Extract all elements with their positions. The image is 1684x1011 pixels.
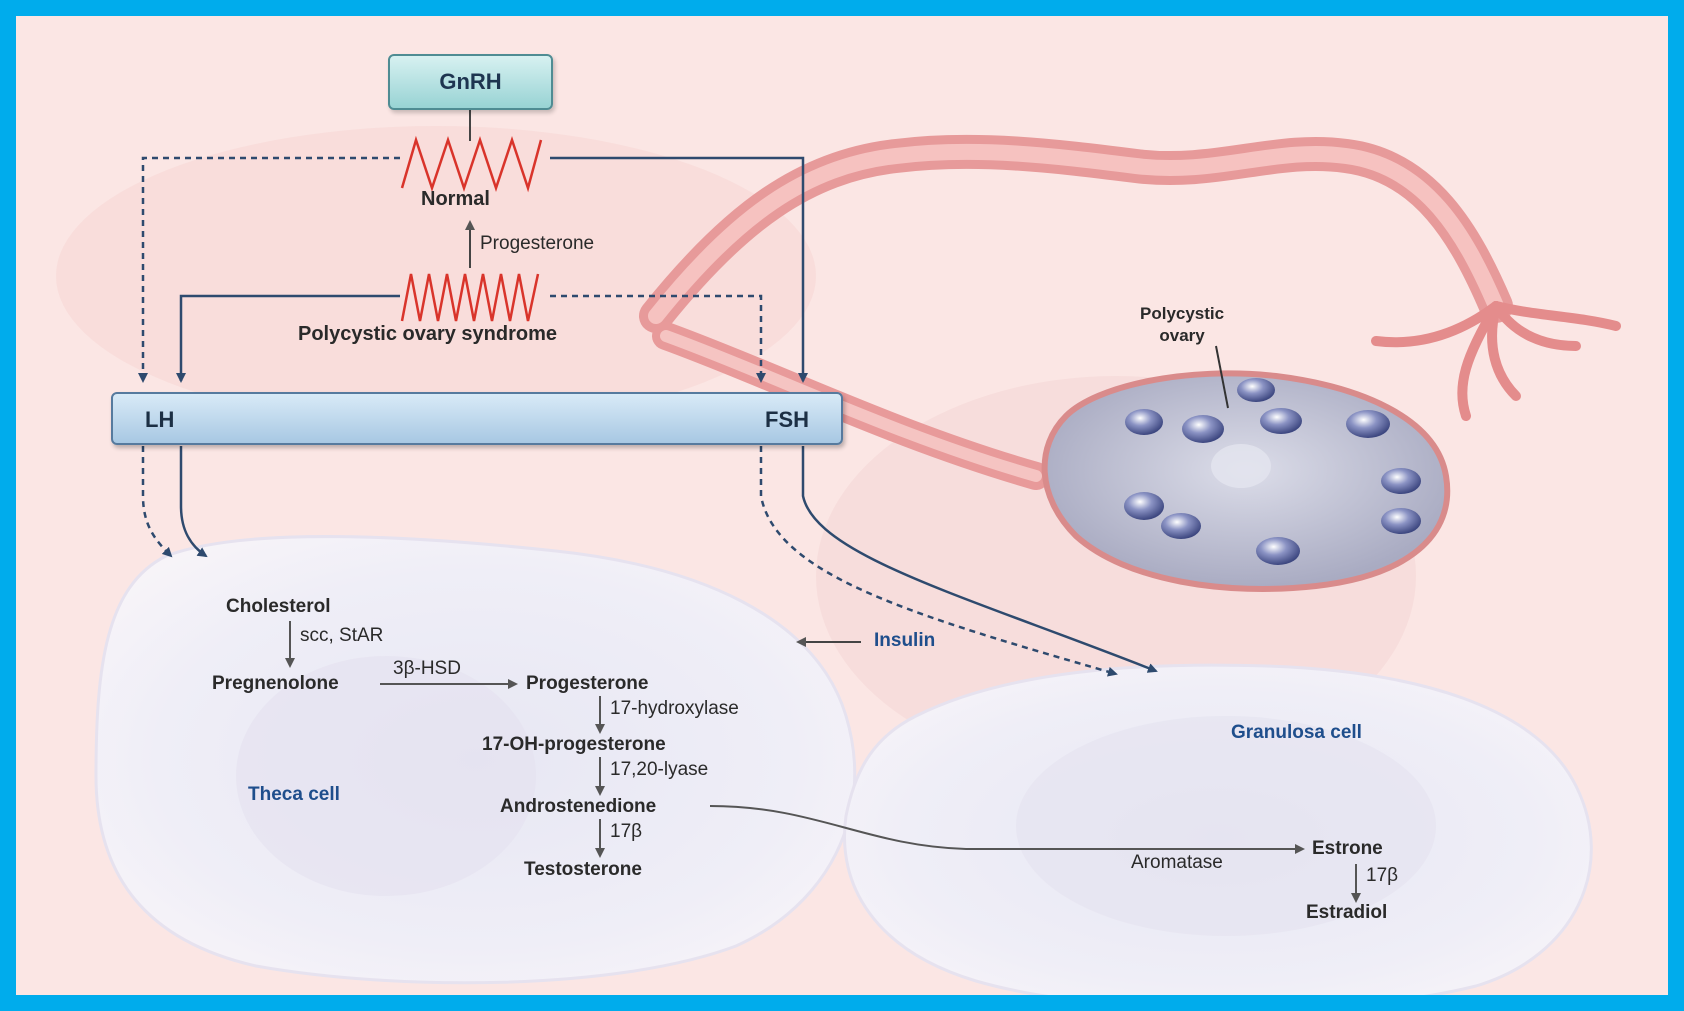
lh-to-theca-arrow [181,446,206,556]
normal-pulse-label: Normal [421,188,490,211]
gnrh-box: GnRH [388,54,553,110]
aromatase-label: Aromatase [1131,852,1223,874]
17-hydroxylase-enzyme-label: 17-hydroxylase [610,698,739,720]
granulosa-17b-enzyme-label: 17β [1366,865,1398,887]
fimbriae [1376,306,1616,416]
theca-cell-label: Theca cell [248,784,340,806]
progesterone-label: Progesterone [526,673,648,695]
progesterone-feedback-label: Progesterone [480,233,594,255]
scc-star-enzyme-label: scc, StAR [300,625,383,647]
diagram-artwork [16,16,1668,995]
pituitary-hormone-bar: LH FSH [111,392,843,445]
17-oh-progesterone-label: 17-OH-progesterone [482,734,666,756]
estradiol-label: Estradiol [1306,902,1387,924]
3b-hsd-enzyme-label: 3β-HSD [393,658,461,680]
17-20-lyase-enzyme-label: 17,20-lyase [610,759,708,781]
testosterone-label: Testosterone [524,859,642,881]
lh-to-theca-dashed-arrow [143,446,171,556]
granulosa-cell-label: Granulosa cell [1231,722,1362,744]
gnrh-label: GnRH [439,69,501,95]
androstenedione-label: Androstenedione [500,796,656,818]
pregnenolone-label: Pregnenolone [212,673,339,695]
insulin-label: Insulin [874,630,935,652]
lh-label: LH [145,407,174,433]
fsh-label: FSH [765,407,809,433]
pcos-pulse-label: Polycystic ovary syndrome [298,323,557,346]
theca-17b-enzyme-label: 17β [610,821,642,843]
estrone-label: Estrone [1312,838,1383,860]
polycystic-ovary-label: Polycystic ovary [1140,303,1224,347]
cholesterol-label: Cholesterol [226,596,331,618]
